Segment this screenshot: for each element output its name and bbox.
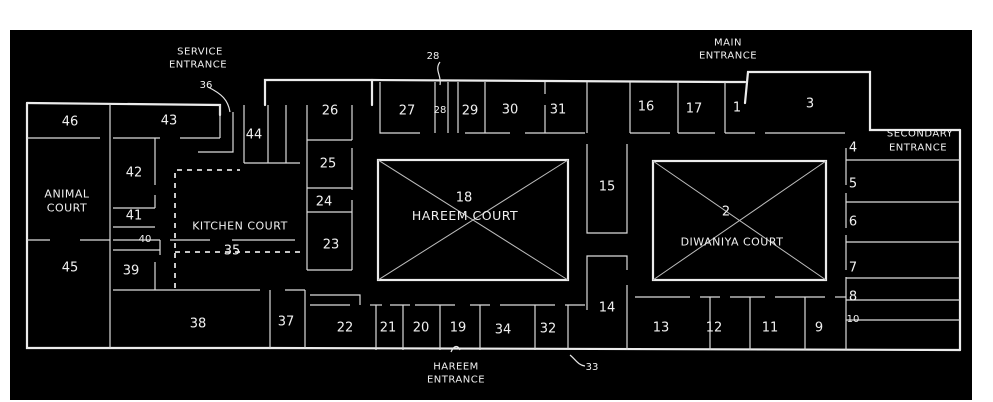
kitchen-court-boundary: [174, 169, 240, 288]
outer-walls: [25, 70, 962, 352]
room-19-label: 19: [449, 320, 467, 336]
room-6-label: 6: [848, 214, 858, 230]
room-38-label: 38: [189, 316, 207, 332]
hareem-entrance-door: [450, 345, 461, 353]
diwaniya-court-label: DIWANIYA COURT: [680, 235, 784, 249]
secondary-entrance-label-line1: SECONDARY: [886, 128, 954, 140]
room-10-label: 10: [846, 314, 860, 325]
room-33-callout: 33: [585, 362, 599, 373]
room-1-label: 1: [732, 100, 742, 116]
main-entrance-label-line2: ENTRANCE: [698, 50, 758, 62]
room-41-label: 41: [125, 208, 143, 224]
room-8-label: 8: [848, 289, 858, 305]
diwaniya-court-outline: [651, 159, 828, 282]
diwaniya-court-number: 2: [721, 204, 731, 220]
room-43-label: 43: [160, 113, 178, 129]
room-23-label: 23: [322, 237, 340, 253]
room-13-label: 13: [652, 320, 670, 336]
main-entrance-label-line1: MAIN: [714, 37, 742, 49]
room-24-label: 24: [315, 194, 333, 210]
room-31-label: 31: [549, 102, 567, 118]
animal-court-label-line1: ANIMAL: [44, 187, 90, 201]
floor-plan-drawing: [25, 61, 962, 367]
room-7-label: 7: [848, 260, 858, 276]
room-33-leader: [569, 354, 586, 367]
room-44-label: 44: [245, 127, 263, 143]
room-25-label: 25: [319, 156, 337, 172]
room-9-label: 9: [814, 320, 824, 336]
service-entrance-label-line1: SERVICE: [177, 46, 223, 58]
animal-court-label-line2: COURT: [46, 201, 88, 215]
hareem-court-outline: [376, 158, 570, 282]
room-20-label: 20: [412, 320, 430, 336]
room-11-label: 11: [761, 320, 779, 336]
service-entrance-label-line2: ENTRANCE: [168, 59, 228, 71]
hareem-court-label: HAREEM COURT: [411, 207, 519, 223]
room-40-label: 40: [138, 234, 152, 245]
room-29-label: 29: [461, 103, 479, 119]
room-27-label: 27: [398, 103, 416, 119]
kitchen-court-label: KITCHEN COURT: [192, 219, 288, 233]
room-17-label: 17: [685, 101, 703, 117]
room-14-label: 14: [598, 300, 616, 316]
hareem-entrance-label-line2: ENTRANCE: [426, 374, 486, 386]
secondary-entrance-label-line2: ENTRANCE: [888, 142, 948, 154]
room-28-label: 28: [433, 105, 447, 116]
room-30-label: 30: [501, 102, 519, 118]
room-12-label: 12: [705, 320, 723, 336]
hareem-court-number: 18: [455, 190, 473, 206]
room-37-label: 37: [277, 314, 295, 330]
room-34-label: 34: [494, 322, 512, 338]
room-46-label: 46: [61, 114, 79, 130]
room-35-label: 35: [223, 243, 241, 259]
service-entrance-leader: [207, 86, 231, 113]
room-22-label: 22: [336, 320, 354, 336]
room-4-label: 4: [848, 140, 858, 156]
room-16-label: 16: [637, 99, 655, 115]
interior-walls: [27, 82, 960, 350]
room-3-label: 3: [805, 96, 815, 112]
room-15-label: 15: [598, 179, 616, 195]
room-26-label: 26: [321, 103, 339, 119]
room-28-leader: [437, 61, 441, 86]
room-5-label: 5: [848, 176, 858, 192]
room-42-label: 42: [125, 165, 143, 181]
floor-plan-canvas: 18 HAREEM COURT 2 DIWANIYA COURT KITCHEN…: [10, 30, 972, 400]
room-28-callout: 28: [426, 51, 440, 62]
room-32-label: 32: [539, 321, 557, 337]
room-36-label: 36: [199, 80, 213, 91]
room-39-label: 39: [122, 263, 140, 279]
hareem-entrance-label-line1: HAREEM: [433, 361, 479, 373]
room-21-label: 21: [379, 320, 397, 336]
room-45-label: 45: [61, 260, 79, 276]
